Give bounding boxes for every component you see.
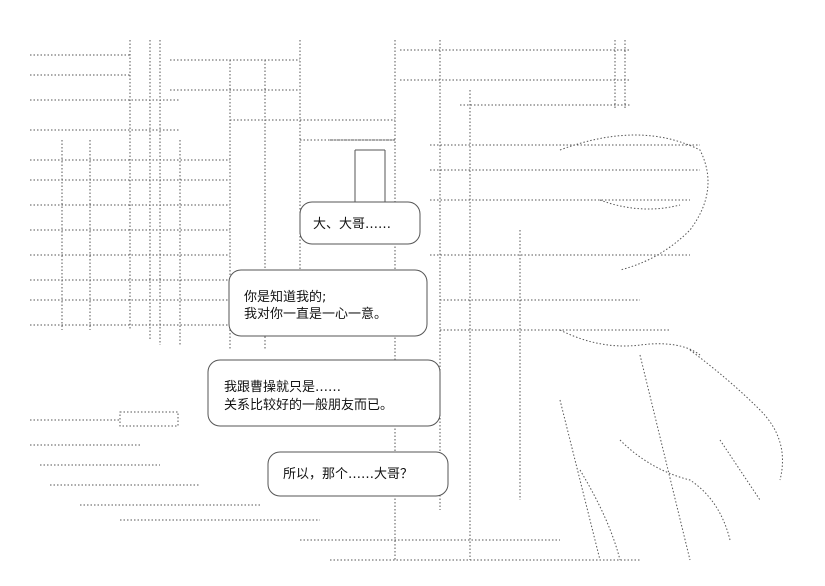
character-arm [689,349,783,481]
bubble-1-line-1: 大、大哥…… [313,217,392,232]
bubble-3-line-1: 我跟曹操就只是…… [224,380,342,395]
character-hair [559,134,709,271]
bubble-4-line-1: 所以，那个……大哥？ [283,467,414,482]
character-body-right [639,354,691,561]
speech-bubble-1 [299,201,421,245]
bubble-2-line-1: 你是知道我的; [244,290,327,305]
ascii-art-strokes [30,40,783,561]
character-robe [619,439,731,541]
character-sleeve [719,439,761,501]
character-body-left [559,399,601,561]
character-fold [579,469,621,561]
small-frame [119,411,179,427]
speech-bubble-3 [207,359,441,427]
speech-bubble-4 [267,451,449,497]
bubble-2-line-2: 我对你一直是一心一意。 [244,307,388,322]
character-shoulder [559,329,701,356]
character-face [599,199,681,210]
speech-bubble-2 [228,269,428,337]
speech-bubbles-layer [207,201,449,497]
bubble-3-line-2: 关系比较好的一般朋友而已。 [224,398,394,413]
